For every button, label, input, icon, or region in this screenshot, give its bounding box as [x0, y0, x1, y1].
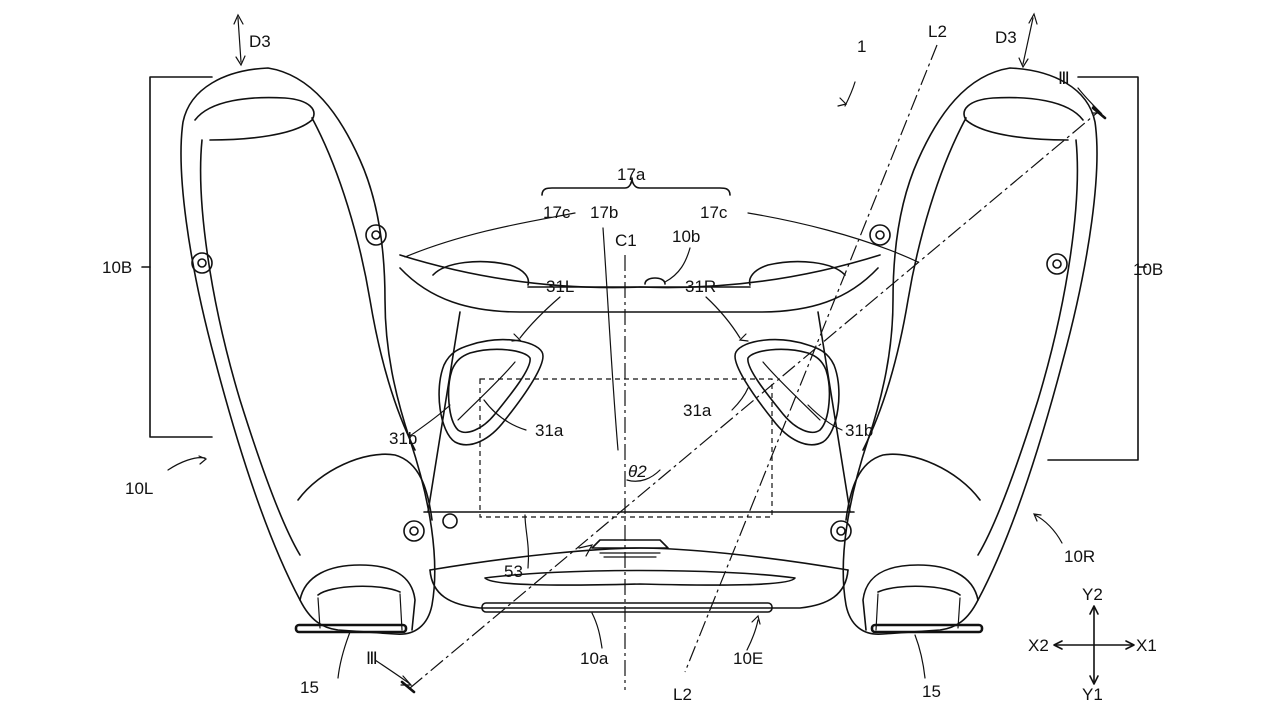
label-31l: 31L: [546, 277, 574, 296]
label-section-bottom: Ⅲ: [366, 649, 378, 668]
label-d3-left: D3: [249, 32, 271, 51]
label-l2-top: L2: [928, 22, 947, 41]
label-15-left: 15: [300, 678, 319, 697]
label-10b-upper-right: 10B: [1133, 260, 1163, 279]
label-53: 53: [504, 562, 523, 581]
axis-y2-label: Y2: [1082, 585, 1103, 604]
label-31b-left: 31b: [389, 429, 417, 448]
label-10e: 10E: [733, 649, 763, 668]
axis-x2-label: X2: [1028, 636, 1049, 655]
label-10a: 10a: [580, 649, 609, 668]
label-10b-upper-left: 10B: [102, 258, 132, 277]
label-1: 1: [857, 37, 866, 56]
label-17c-right: 17c: [700, 203, 728, 222]
left-grip-10L: [180, 67, 436, 635]
arrows: [198, 12, 1103, 686]
label-31a-left: 31a: [535, 421, 564, 440]
label-31b-right: 31b: [845, 421, 873, 440]
label-10l: 10L: [125, 479, 153, 498]
label-10b: 10b: [672, 227, 700, 246]
bracket-17a: [541, 177, 731, 196]
bracket-10B-left: [149, 76, 213, 438]
label-d3-right: D3: [995, 28, 1017, 47]
back-button-31L: [438, 338, 544, 446]
label-section-top: Ⅲ: [1058, 69, 1070, 88]
section-line-iii: [409, 111, 1099, 689]
dashed-region-53: [479, 378, 773, 518]
axes-indicator: Y2 Y1 X1 X2: [1028, 585, 1157, 704]
reference-labels: 1 D3 D3 L2 L2 Ⅲ Ⅲ 17a 17b 17c 17c C1 10b…: [102, 22, 1163, 704]
central-body: [399, 254, 881, 613]
label-17a: 17a: [617, 165, 646, 184]
angle-arc-theta2: [626, 469, 661, 482]
section-mark-bottom: [400, 680, 416, 694]
bracket-10B-right: [1047, 76, 1139, 461]
axis-x1-label: X1: [1136, 636, 1157, 655]
label-l2-bottom: L2: [673, 685, 692, 704]
label-10r: 10R: [1064, 547, 1095, 566]
label-17b: 17b: [590, 203, 618, 222]
label-31r: 31R: [685, 277, 716, 296]
label-15-right: 15: [922, 682, 941, 701]
label-c1: C1: [615, 231, 637, 250]
axis-y1-label: Y1: [1082, 685, 1103, 704]
line-l2: [684, 44, 938, 673]
right-grip-10R: [830, 67, 1098, 635]
label-17c-left: 17c: [543, 203, 571, 222]
back-button-31R: [734, 338, 840, 446]
label-31a-right: 31a: [683, 401, 712, 420]
label-theta2: θ2: [628, 462, 647, 481]
leader-lines: [167, 81, 1063, 679]
